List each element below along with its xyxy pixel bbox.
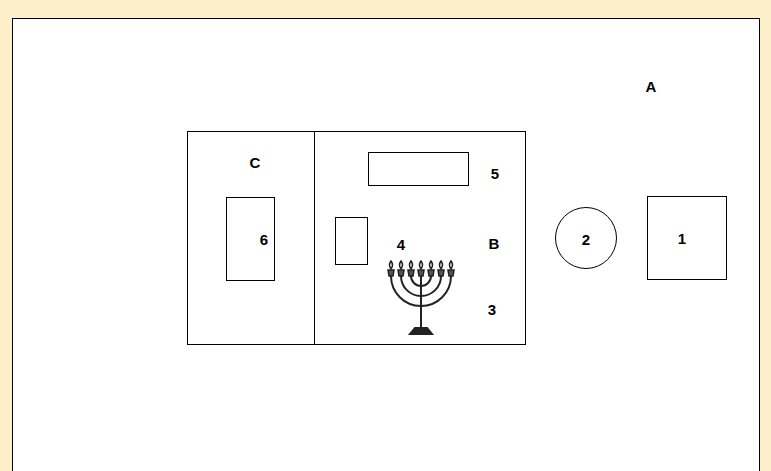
ark-box: 6 <box>226 197 275 281</box>
menorah-cups <box>388 261 454 276</box>
menorah-stem <box>420 276 422 328</box>
laver-circle: 2 <box>555 207 617 269</box>
part-letter: 1 <box>678 231 686 246</box>
table-box: 5 <box>368 152 469 186</box>
part-letter: 5 <box>491 166 499 181</box>
part-letter: 2 <box>582 232 590 247</box>
part-letter: 6 <box>260 232 268 247</box>
altar-square: 1 <box>647 196 727 280</box>
courtyard-fill <box>12 18 760 471</box>
menorah-arm <box>401 276 441 296</box>
part-letter: 4 <box>397 237 405 252</box>
part-letter: B <box>489 236 500 251</box>
altar-box: 4 <box>335 217 368 265</box>
courtyard-frame: 6C54B21A <box>12 18 760 471</box>
menorah <box>388 261 454 334</box>
menorah-base <box>410 328 432 334</box>
menorah-arm <box>411 276 431 286</box>
inner-room: 6C <box>187 131 315 345</box>
callout-number: 3 <box>488 302 496 317</box>
part-letter: A <box>646 79 657 94</box>
menorah-arm <box>391 276 451 306</box>
part-letter: C <box>250 155 261 170</box>
